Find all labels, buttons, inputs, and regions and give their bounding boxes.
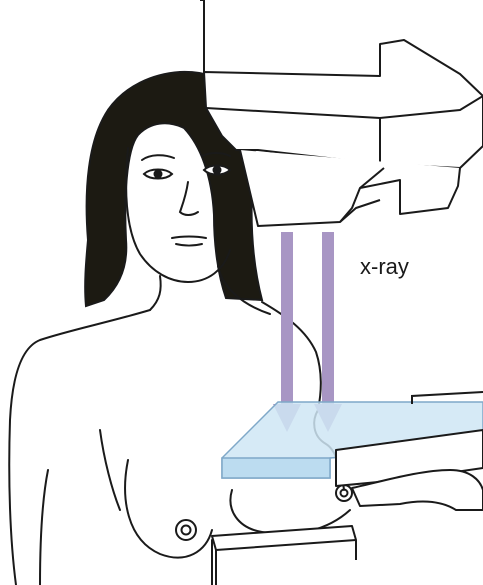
detector-plate bbox=[212, 526, 356, 550]
left-eyebrow bbox=[142, 155, 174, 160]
nipple-left bbox=[176, 520, 196, 540]
tube-housing bbox=[204, 40, 483, 168]
torso-left bbox=[100, 430, 120, 510]
mouth bbox=[172, 237, 206, 239]
machine-column bbox=[200, 0, 204, 72]
xray-label: x-ray bbox=[360, 254, 409, 279]
nose bbox=[180, 182, 198, 215]
breast-left bbox=[125, 460, 212, 558]
neck-left bbox=[150, 276, 161, 310]
right-eye bbox=[204, 166, 230, 175]
left-eye bbox=[144, 170, 172, 179]
left-arm bbox=[9, 310, 150, 585]
